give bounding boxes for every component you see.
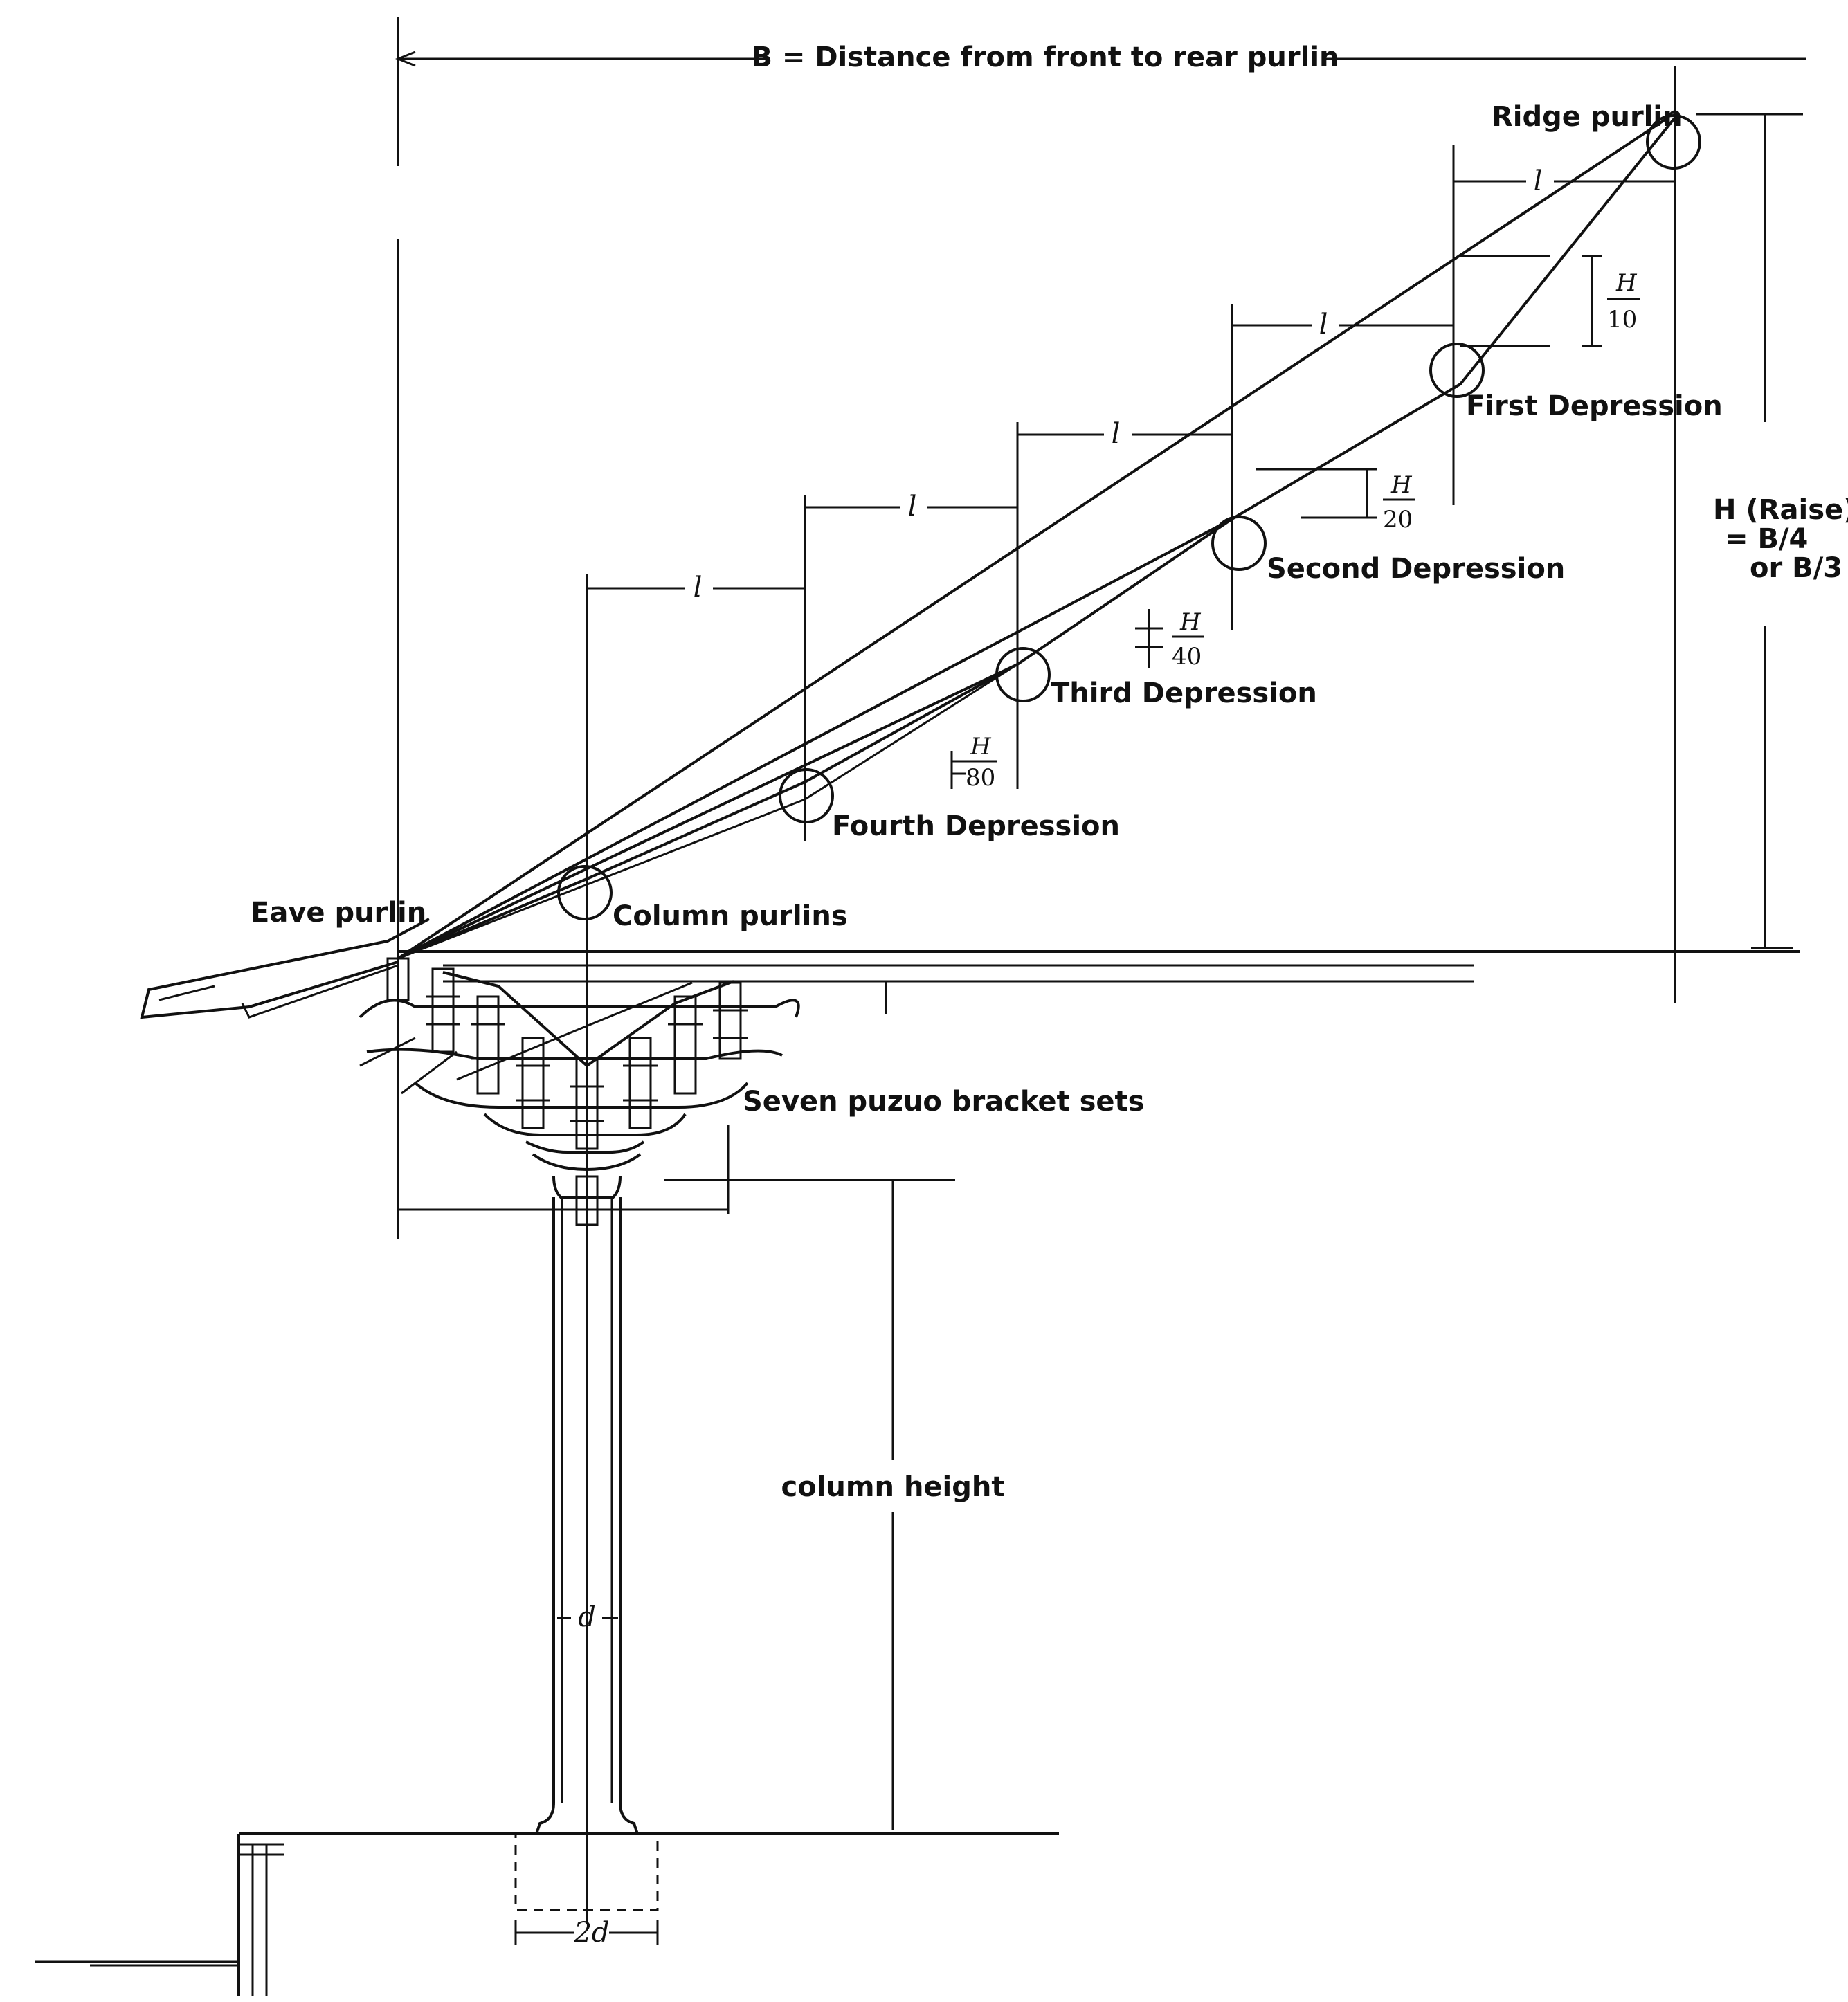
beam-lines — [398, 950, 1800, 1014]
column-height-dimension: column height — [664, 1179, 1005, 1830]
first-depression-line — [397, 116, 1676, 960]
ground-plinth — [35, 1832, 1059, 1996]
fourth-depression-label: Fourth Depression — [832, 810, 1120, 842]
fraction-first-num: H — [1615, 269, 1638, 297]
column-diameter-label: d — [578, 1601, 596, 1633]
column-height-label: column height — [781, 1471, 1004, 1503]
bracket-block-8 — [713, 981, 748, 1060]
bracket-block-1 — [386, 957, 410, 1001]
third-depression-label: Third Depression — [1051, 677, 1317, 709]
fraction-second-num: H — [1390, 471, 1413, 499]
first-depression-circle — [1429, 343, 1485, 398]
fraction-third-den: 40 — [1172, 643, 1202, 671]
raise-label-line1: H (Raise) — [1713, 494, 1848, 526]
fraction-fourth: H 80 — [950, 733, 997, 792]
bracket-block-3 — [471, 995, 505, 1095]
spacing-label-2: l — [1319, 309, 1328, 340]
bracket-sets — [359, 957, 800, 1154]
fraction-first: H 10 — [1460, 255, 1640, 347]
spacing-label-1: l — [1534, 165, 1543, 197]
bracket-block-2 — [426, 967, 460, 1053]
fraction-second-den: 20 — [1383, 506, 1413, 534]
b-dimension-label: B = Distance from front to rear purlin — [751, 42, 1339, 73]
fraction-fourth-den: 80 — [966, 764, 995, 792]
column — [532, 1153, 642, 1835]
straight-slope-line — [397, 116, 1669, 960]
spacing-label-5: l — [694, 572, 703, 603]
second-depression-label: Second Depression — [1267, 553, 1565, 585]
fourth-depression-circle — [779, 768, 834, 823]
second-depression-circle — [1211, 516, 1267, 571]
footing-width-dimension: 2d — [514, 1917, 659, 1949]
eave-projection — [140, 918, 430, 1019]
column-diameter-dimension: d — [557, 1601, 618, 1633]
fraction-third: H 40 — [1135, 608, 1204, 671]
first-depression-label: First Depression — [1466, 390, 1723, 422]
ridge-purlin-label: Ridge purlin — [1492, 101, 1683, 133]
slope-lines — [397, 116, 1676, 960]
eave-purlin-label: Eave purlin — [251, 897, 426, 929]
bracket-sets-label: Seven puzuo bracket sets — [743, 1086, 1144, 1118]
bracket-block-7 — [668, 995, 703, 1095]
footing-outline — [514, 1832, 659, 1911]
spacing-dimensions: l l l l l — [587, 165, 1675, 603]
bracket-block-6 — [623, 1037, 658, 1129]
third-depression-line — [397, 663, 1018, 960]
column-purlin-circle — [557, 865, 613, 920]
column-purlins-label: Column purlins — [613, 900, 848, 932]
b-dimension: B = Distance from front to rear purlin — [395, 17, 1806, 166]
third-depression-circle — [995, 647, 1051, 702]
raise-label-line3: or B/3 — [1750, 552, 1842, 584]
final-curve-line — [397, 663, 1018, 960]
footing-width-label: 2d — [573, 1917, 609, 1949]
ridge-purlin-circle — [1646, 114, 1701, 170]
spacing-label-4: l — [908, 491, 917, 522]
fraction-second: H 20 — [1256, 468, 1415, 534]
fraction-first-den: 10 — [1607, 306, 1637, 334]
fraction-third-num: H — [1179, 608, 1202, 636]
spacing-label-3: l — [1112, 418, 1121, 450]
bracket-block-4 — [516, 1037, 550, 1129]
bracket-block-5 — [570, 1057, 604, 1150]
raise-dimension: H (Raise) = B/4 or B/3 — [1696, 113, 1848, 949]
fraction-fourth-num: H — [970, 733, 992, 761]
raise-label-line2: = B/4 — [1725, 523, 1808, 555]
